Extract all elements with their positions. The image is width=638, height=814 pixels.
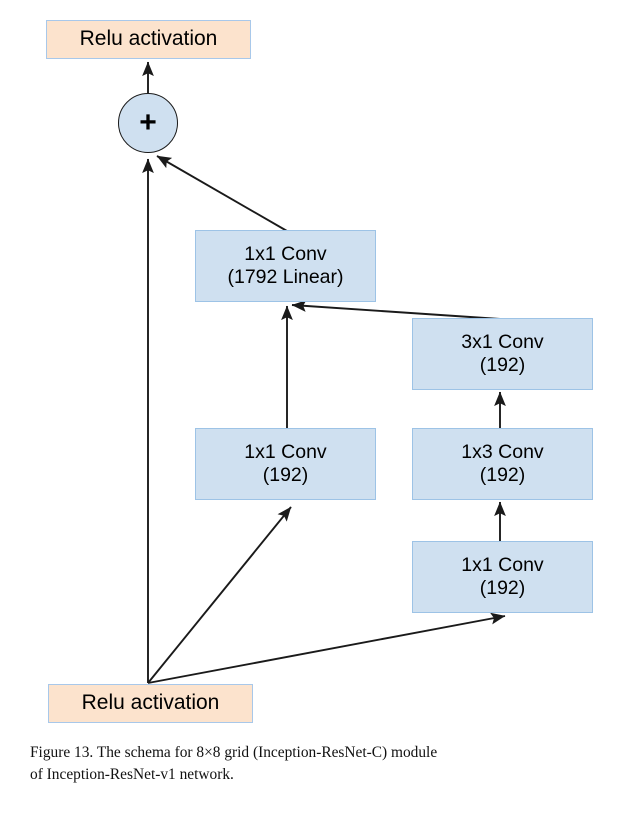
node-label-line1: 1x3 Conv [461,441,544,463]
node-conv-1x1-1792-linear[interactable]: 1x1 Conv (1792 Linear) [195,230,376,302]
node-relu-activation-bottom[interactable]: Relu activation [48,684,253,723]
node-label-line1: 3x1 Conv [461,331,544,353]
plus-icon: + [139,106,157,139]
node-label-line2: (192) [479,464,526,486]
edge-relu-bottom-to-conv-1x1-left [147,506,292,684]
edge-relu-bottom-to-conv-1x1-bottom [147,612,506,684]
diagram-edges [142,61,506,684]
node-label-line2: (1792 Linear) [227,266,344,288]
node-relu-activation-top[interactable]: Relu activation [46,20,251,59]
node-conv-1x1-192-bottom[interactable]: 1x1 Conv (192) [412,541,593,613]
node-conv-1x3-192[interactable]: 1x3 Conv (192) [412,428,593,500]
node-conv-3x1-192[interactable]: 3x1 Conv (192) [412,318,593,390]
node-label-line1: 1x1 Conv [461,554,544,576]
caption-line-2: of Inception-ResNet-v1 network. [30,765,234,783]
node-conv-1x1-192-left[interactable]: 1x1 Conv (192) [195,428,376,500]
node-label-line1: 1x1 Conv [244,441,327,463]
node-label-line2: (192) [479,354,526,376]
node-label-line1: 1x1 Conv [244,243,327,265]
caption-line-1: Figure 13. The schema for 8×8 grid (Ince… [30,744,438,761]
edge-conv-3x1-to-conv-linear [291,300,501,320]
node-label-line2: (192) [479,577,526,599]
node-sum-junction[interactable]: + [118,93,178,153]
node-label: Relu activation [81,691,220,715]
edge-conv-linear-to-sum [156,155,288,232]
node-label-line2: (192) [262,464,309,486]
node-label: Relu activation [79,27,218,51]
figure-caption: Figure 13. The schema for 8×8 grid (Ince… [30,742,530,786]
